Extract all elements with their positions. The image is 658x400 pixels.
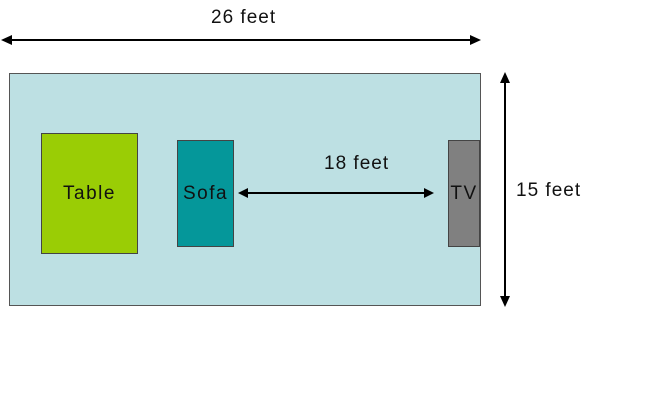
tv-label: TV <box>450 182 478 204</box>
sofa-block: Sofa <box>177 140 234 247</box>
width-arrow <box>1 35 481 45</box>
sofa-label: Sofa <box>182 182 229 204</box>
width-dimension-label: 26 feet <box>211 7 277 28</box>
table-block: Table <box>41 133 138 254</box>
depth-arrow <box>500 72 510 307</box>
depth-dimension-label: 15 feet <box>516 180 582 201</box>
table-label: Table <box>63 182 116 204</box>
distance-dimension-label: 18 feet <box>324 153 390 174</box>
tv-block: TV <box>448 140 480 247</box>
